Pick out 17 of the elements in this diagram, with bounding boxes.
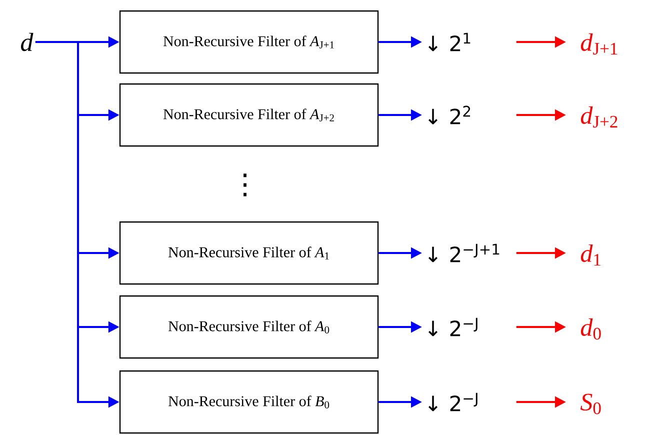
output-label: d$_{0}$: [580, 318, 601, 340]
variable-label: d: [21, 32, 34, 52]
ellipsis: ⋮: [244, 174, 246, 196]
filter-box: Non-Recursive Filter of A$_{J+1}$: [119, 10, 379, 74]
filter-box: Non-Recursive Filter of A$_{0}$: [119, 295, 379, 359]
filter-box: Non-Recursive Filter of B$_{0}$: [119, 370, 379, 434]
output-label: S$_{0}$: [580, 394, 601, 414]
downsample-label: ↓ 2$^{2}$: [428, 106, 470, 124]
output-label: d$_{1}$: [580, 244, 600, 266]
downsample-label: ↓ 2$^{−J}$: [428, 392, 478, 412]
output-label: d$_{J+1}$: [580, 33, 618, 55]
downsample-label: ↓ 2$^{−J}$: [428, 318, 478, 336]
filter-box: Non-Recursive Filter of A$_{1}$: [119, 221, 379, 285]
filter-box: Non-Recursive Filter of A$_{J+2}$: [119, 83, 379, 147]
downsample-label: ↓ 2$^{−J+1}$: [428, 244, 500, 262]
downsample-label: ↓ 2$^{1}$: [428, 32, 470, 52]
output-label: d$_{J+2}$: [580, 106, 618, 128]
